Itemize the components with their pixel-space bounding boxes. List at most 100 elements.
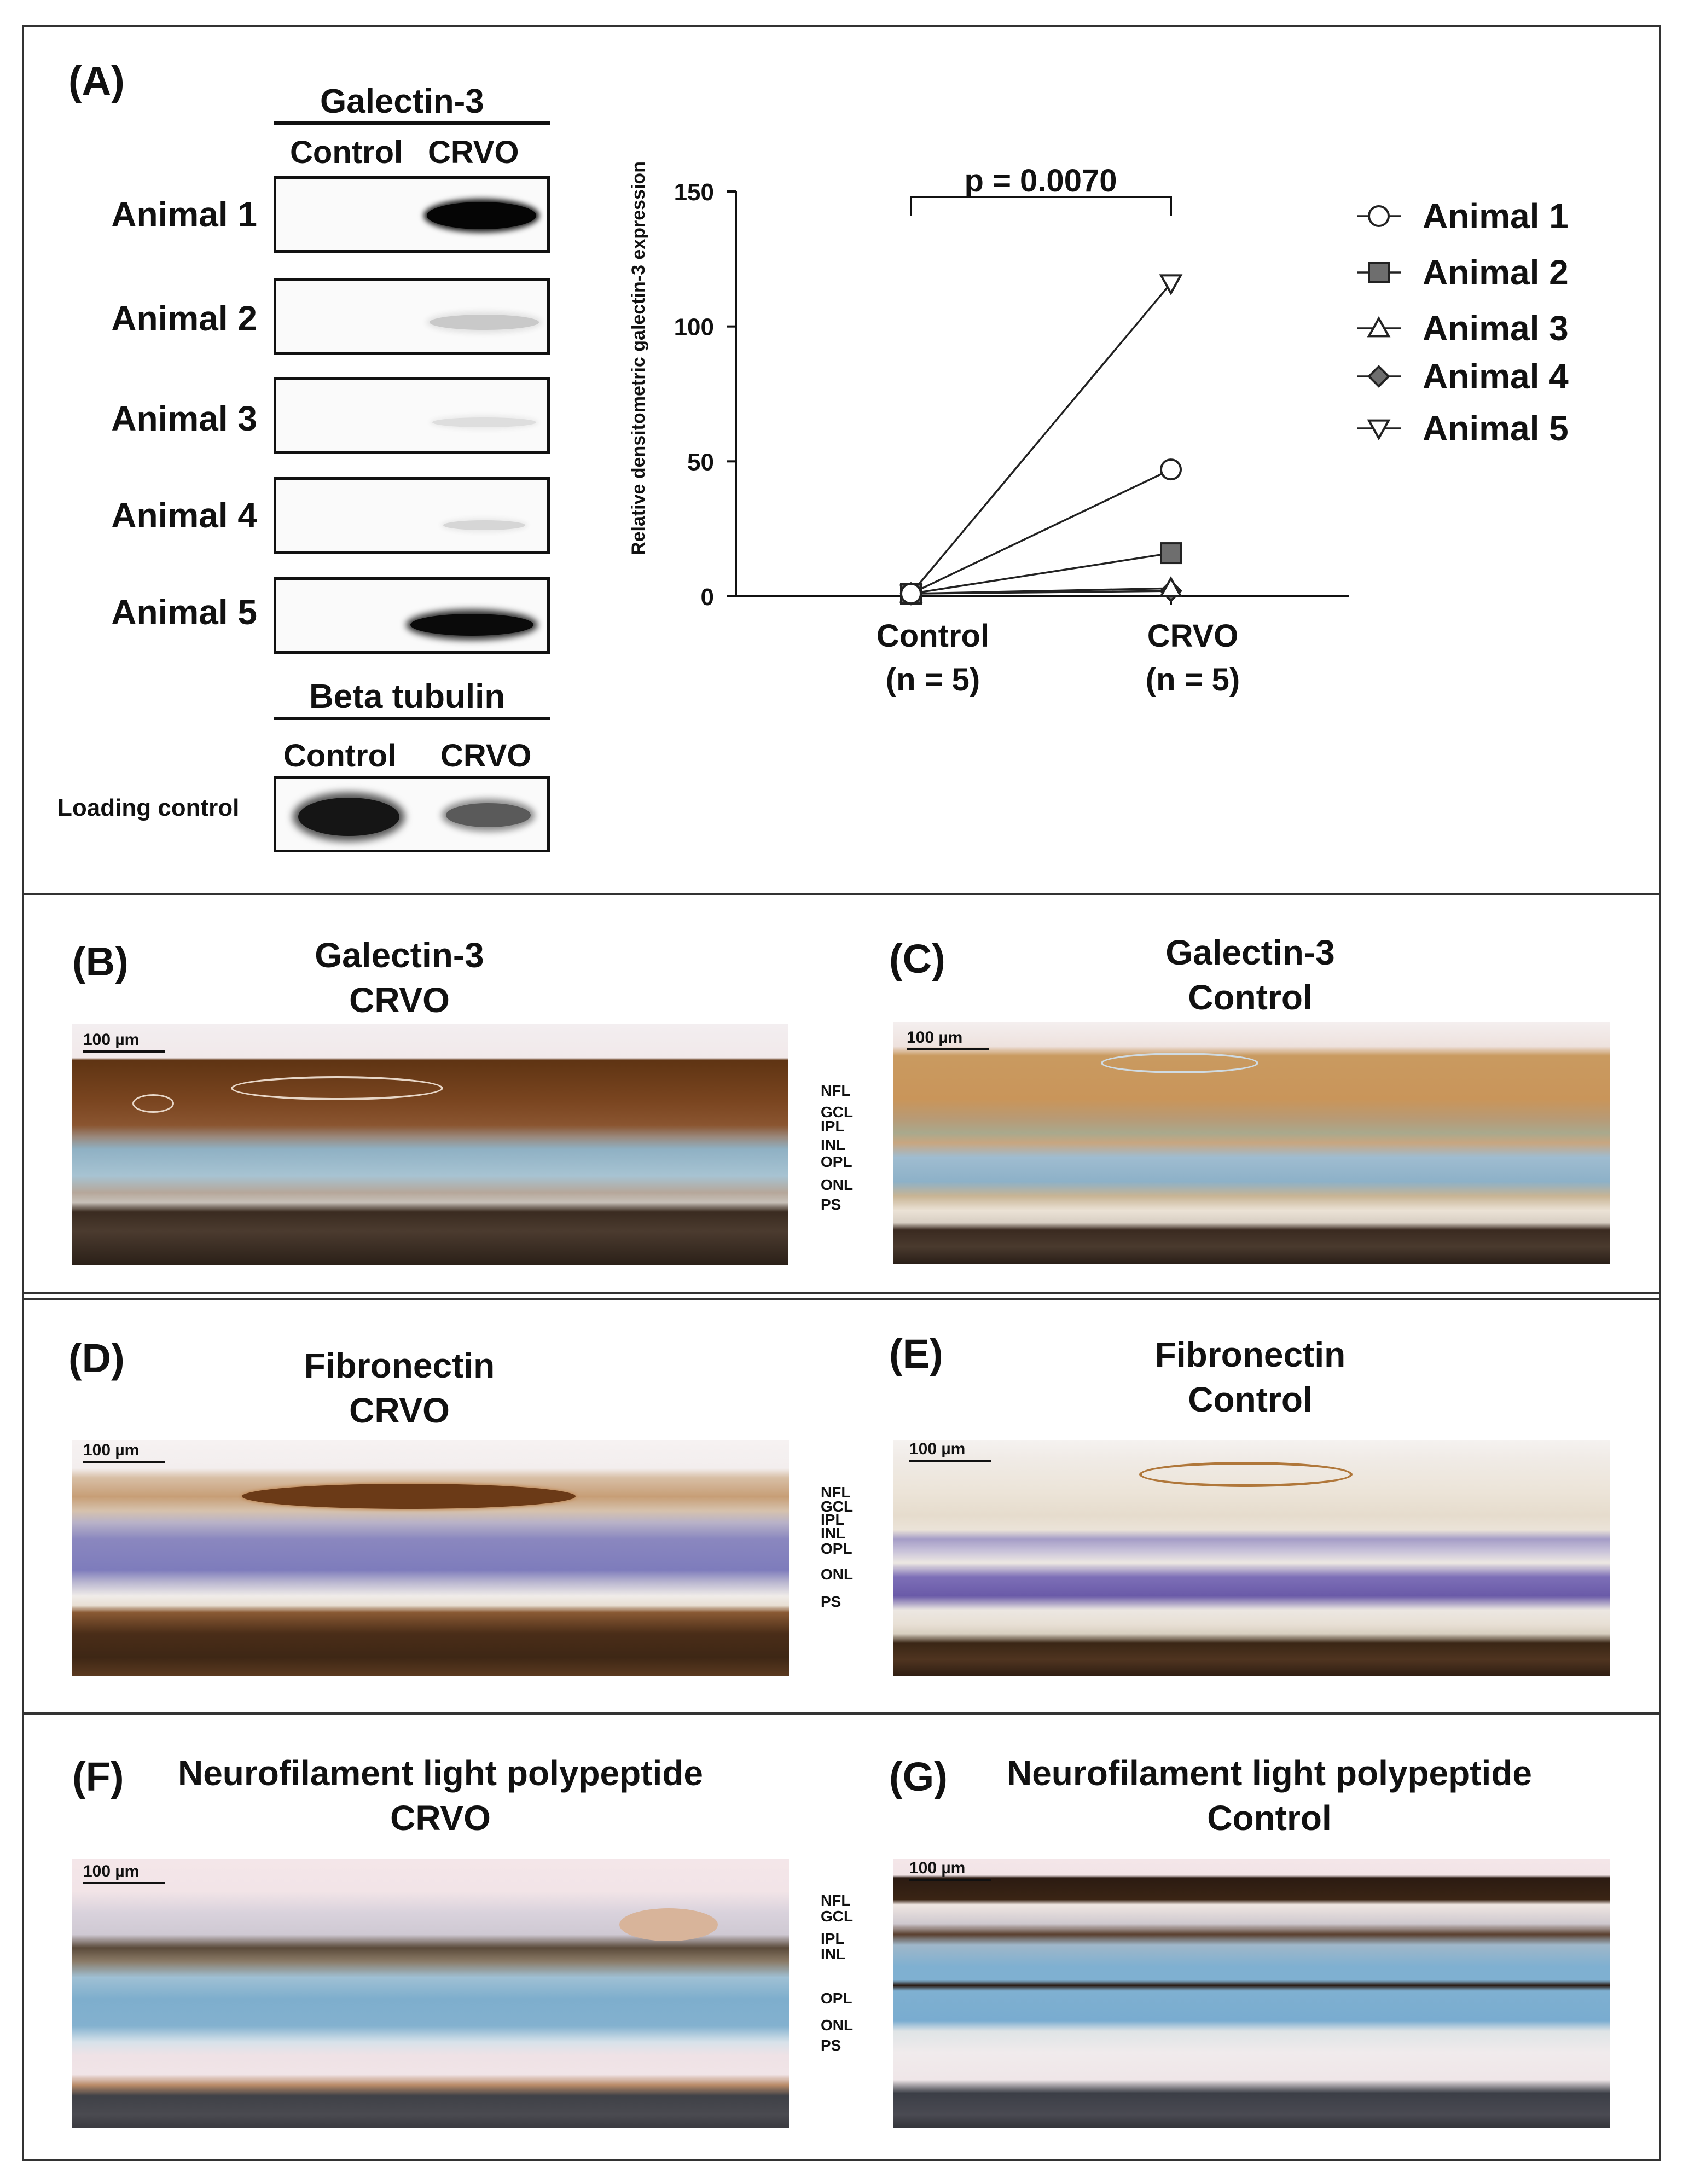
scale-text: 100 µm [907, 1029, 963, 1047]
divider-3 [22, 1712, 1661, 1715]
row-animal-5: Animal 5 [111, 593, 257, 632]
panel-d-label: (D) [68, 1335, 125, 1381]
scale-line [83, 1882, 165, 1884]
layer-ps: PS [821, 1593, 842, 1610]
legend-label: Animal 3 [1423, 309, 1569, 348]
vessel-outline [1101, 1053, 1258, 1073]
scale-bar-c: 100 µm [907, 1029, 989, 1050]
layer-ipl: IPL [821, 1118, 845, 1135]
x-tick-label: Control [877, 618, 989, 654]
layer-nfl: NFL [821, 1082, 851, 1099]
blot-animal-3 [274, 377, 550, 454]
scale-text: 100 µm [909, 1859, 966, 1877]
panel-f-label: (F) [72, 1754, 124, 1799]
data-point [900, 583, 922, 605]
layer-nfl: NFL [821, 1484, 851, 1501]
histology-e-fibronectin-control: 100 µm [893, 1440, 1610, 1676]
panel-d-title-line2: CRVO [349, 1391, 450, 1430]
layer-opl: OPL [821, 1153, 852, 1170]
panel-c-label: (C) [889, 936, 945, 981]
blot-beta-tubulin [274, 776, 550, 852]
histology-g-neurofilament-control: 100 µm [893, 1859, 1610, 2128]
data-point [1160, 458, 1182, 481]
x-tick-n-label: (n = 5) [886, 662, 980, 698]
layer-ps: PS [821, 1196, 842, 1213]
layer-gcl: GCL [821, 1103, 854, 1120]
scale-text: 100 µm [83, 1441, 140, 1459]
panel-g-title-line2: Control [1207, 1798, 1332, 1838]
layer-inl: INL [821, 1136, 846, 1153]
layer-onl: ONL [821, 1176, 854, 1193]
scale-text: 100 µm [83, 1031, 140, 1049]
vessel-outline [619, 1908, 718, 1941]
beta-col-control: Control [283, 738, 397, 774]
panel-g-label: (G) [889, 1754, 948, 1799]
divider-1 [22, 893, 1661, 895]
blot-band [430, 315, 539, 330]
y-tick-label: 0 [701, 584, 714, 611]
vessel-outline [1139, 1462, 1353, 1487]
row-animal-1: Animal 1 [111, 195, 257, 234]
blot-animal-5 [274, 577, 550, 654]
histology-c-galectin-control: 100 µm [893, 1022, 1610, 1264]
divider-2b [22, 1298, 1661, 1300]
layer-opl: OPL [821, 1540, 852, 1557]
beta-tubulin-title: Beta tubulin [309, 678, 506, 716]
legend-label: Animal 1 [1423, 196, 1569, 236]
panel-e-title-line1: Fibronectin [1154, 1335, 1346, 1374]
panel-e-title-line2: Control [1188, 1380, 1313, 1419]
panel-f-title: Neurofilament light polypeptide CRVO [140, 1751, 741, 1840]
beta-rule [274, 717, 550, 720]
panel-b-title-line1: Galectin-3 [315, 936, 484, 975]
panel-f-title-line1: Neurofilament light polypeptide [177, 1753, 704, 1793]
layer-ipl: IPL [821, 1511, 845, 1528]
series-line [910, 282, 1172, 595]
data-point [1367, 419, 1391, 441]
data-point [1160, 542, 1182, 565]
blot-animal-4 [274, 477, 550, 554]
layer-ps: PS [821, 2037, 842, 2054]
data-point [1368, 262, 1390, 283]
col-control: Control [290, 135, 403, 170]
scale-line [83, 1461, 165, 1463]
x-tick-label: CRVO [1147, 618, 1239, 654]
y-tick-label: 50 [687, 449, 714, 475]
blot-animal-1 [274, 176, 550, 253]
blot-band [298, 798, 399, 836]
layer-opl: OPL [821, 1990, 852, 2007]
series-line [910, 590, 1171, 595]
histology-f-neurofilament-crvo: 100 µm [72, 1859, 789, 2128]
panel-e-title: Fibronectin Control [1086, 1332, 1414, 1422]
panel-c-title-line2: Control [1188, 978, 1313, 1017]
row-animal-3: Animal 3 [111, 399, 257, 438]
vessel-outline [242, 1484, 576, 1509]
panel-b-label: (B) [72, 939, 129, 984]
blot-band [443, 520, 525, 530]
layer-inl: INL [821, 1525, 846, 1542]
panel-g-title: Neurofilament light polypeptide Control [968, 1751, 1570, 1840]
data-point [1159, 274, 1183, 295]
row-animal-4: Animal 4 [111, 496, 257, 535]
panel-d-title: Fibronectin CRVO [235, 1343, 564, 1433]
histology-b-galectin-crvo: 100 µm [72, 1024, 788, 1265]
p-value: p = 0.0070 [965, 163, 1117, 199]
beta-col-crvo: CRVO [440, 738, 532, 774]
scale-line [909, 1460, 991, 1462]
vessel-outline [231, 1076, 443, 1100]
scale-line [909, 1879, 991, 1881]
data-point [1367, 316, 1391, 338]
scale-line [83, 1050, 165, 1053]
panel-g-title-line1: Neurofilament light polypeptide [1006, 1753, 1533, 1793]
panel-b-title-line2: CRVO [349, 980, 450, 1020]
blot-band [427, 202, 536, 229]
legend-label: Animal 2 [1423, 253, 1569, 292]
panel-c-title-line1: Galectin-3 [1165, 933, 1335, 972]
panel-d-title-line1: Fibronectin [304, 1346, 495, 1385]
vessel-outline [132, 1094, 174, 1113]
y-tick-label: 150 [674, 179, 714, 206]
blot-band [432, 417, 536, 427]
legend-label: Animal 5 [1423, 409, 1569, 448]
scale-bar-e: 100 µm [909, 1440, 991, 1462]
series-line [910, 468, 1171, 595]
layer-onl: ONL [821, 1566, 854, 1583]
